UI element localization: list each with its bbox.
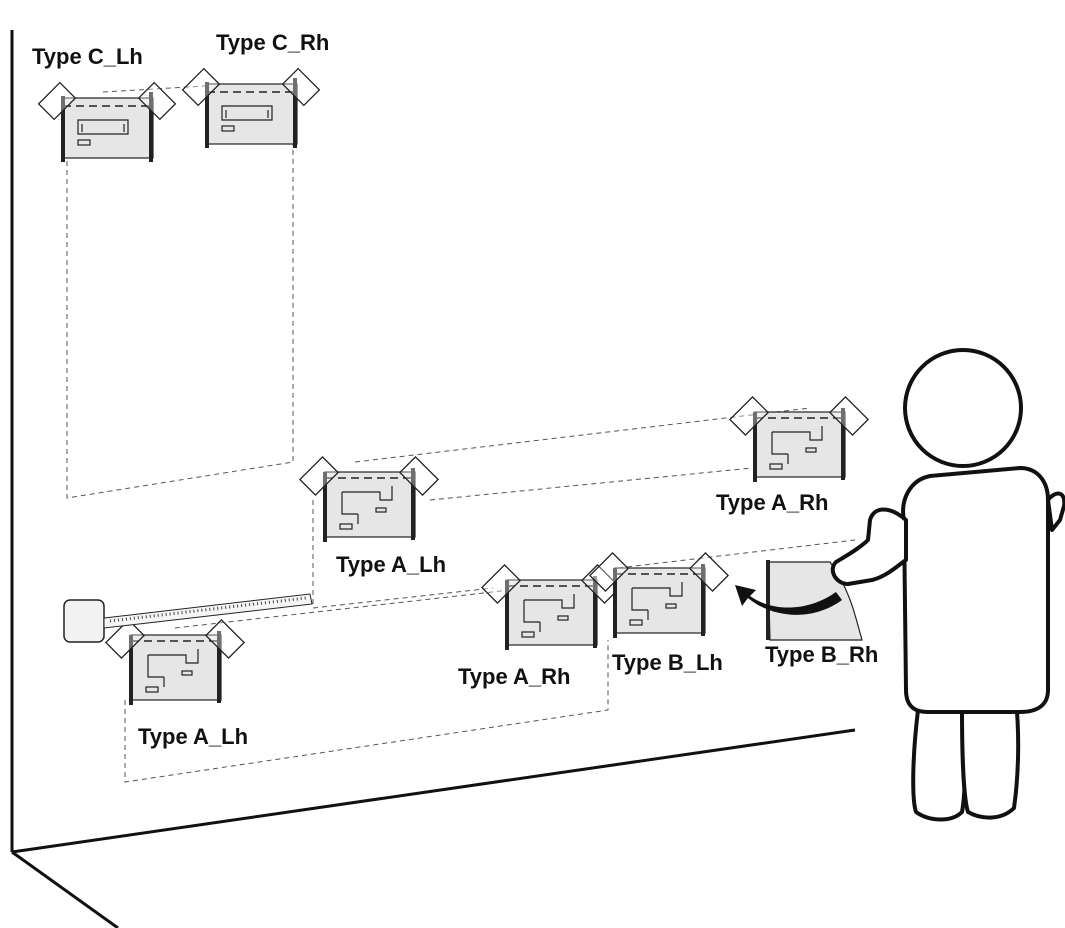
label-type-c-lh: Type C_Lh [32,44,143,69]
panel-type-a-lh-middle [299,456,439,543]
label-type-a-lh-middle: Type A_Lh [336,552,446,577]
label-type-a-rh-lower: Type A_Rh [458,664,570,689]
wall-outline [10,30,856,928]
panel-type-a-lh-lower [105,619,245,706]
label-type-b-lh: Type B_Lh [612,650,723,675]
curved-arrow-icon [735,585,842,615]
panel-type-a-rh-upper [729,396,869,483]
person-figure [830,348,1065,822]
label-type-a-rh-upper: Type A_Rh [716,490,828,515]
label-type-a-lh-lower: Type A_Lh [138,724,248,749]
panel-type-c-rh [181,67,321,149]
panel-type-c-lh [37,81,177,163]
label-type-c-rh: Type C_Rh [216,30,329,55]
label-type-b-rh: Type B_Rh [765,642,878,667]
tape-measure-icon [63,593,313,643]
